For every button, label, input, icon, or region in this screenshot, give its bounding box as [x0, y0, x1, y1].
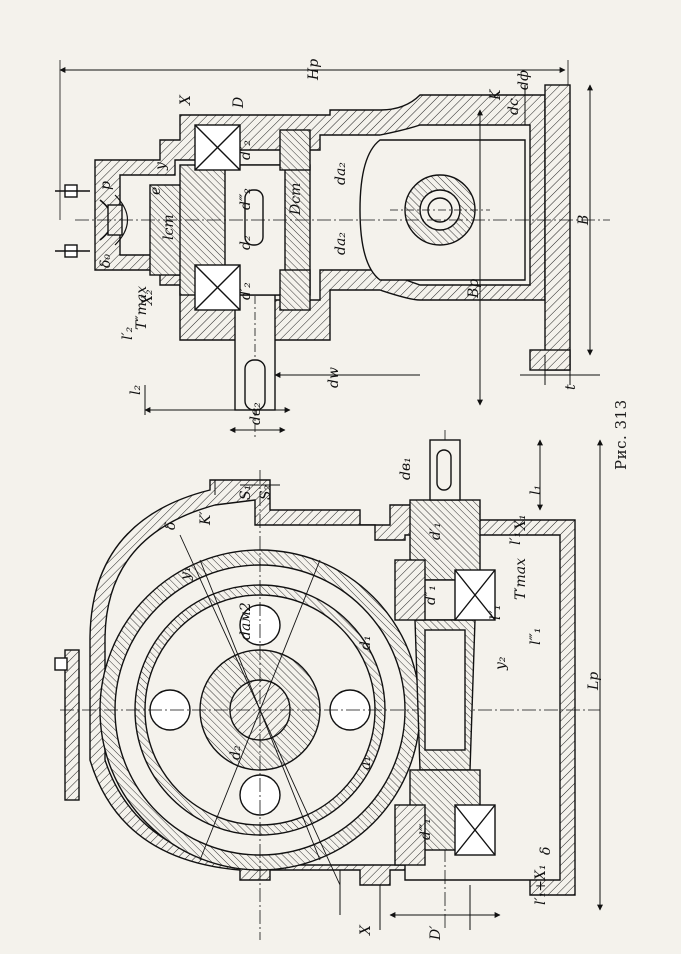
label-y2: y₂	[493, 656, 509, 671]
label-p: p	[98, 181, 114, 190]
label-X1: X₁	[513, 514, 529, 531]
label-T-max: T″max	[134, 286, 150, 330]
label-delta0: δ₀	[98, 254, 114, 268]
label-B-p: Bр	[466, 279, 482, 299]
label-t: t	[563, 384, 579, 390]
label-l2-prime: l′₂	[120, 326, 136, 340]
label-d1: d₁	[358, 635, 374, 650]
label-e: e	[148, 187, 164, 195]
label-H-p: Hр	[306, 59, 322, 81]
label-da2-bottom: da₂	[333, 232, 349, 255]
label-d2-c: d‴₂	[238, 188, 254, 210]
label-a1: a₁	[358, 756, 374, 770]
label-K: K	[488, 88, 504, 101]
label-l1-plus-X1: l′₁+X₁	[533, 864, 549, 905]
label-l1-triple: l‴₁	[528, 628, 544, 645]
label-d-w: dw	[326, 367, 342, 388]
label-d1-double: d″₁	[423, 585, 439, 605]
side-view-labels: Hр X D dс K dф d″₂ d‴₂ d′₂ d₂ da₂ da₂ Dс…	[98, 59, 592, 425]
label-B: B	[576, 215, 592, 226]
label-D-bearing: D	[231, 97, 247, 109]
label-S1: S₁	[238, 485, 254, 500]
label-X2: X₂	[140, 289, 156, 306]
label-d-b2: dв₂	[248, 402, 264, 425]
label-d-am2: dам2	[238, 602, 254, 640]
label-l1-double: l″₁	[488, 605, 504, 620]
label-d2-b: d′₂	[238, 282, 254, 300]
figure-caption: Рис. 313	[612, 399, 630, 470]
label-D-st: Dст	[288, 183, 304, 216]
label-delta: δ	[163, 522, 179, 530]
label-l1: l₁	[528, 485, 544, 495]
label-T-prime-max: T′max	[513, 558, 529, 600]
label-da2-top: da₂	[333, 162, 349, 185]
label-K-prime: K′	[198, 511, 214, 526]
front-view-labels: δ K′ S₁ S₂ y₁ dам2 d₁ a₁ d₂ dв₁ l₁ l′₁ X…	[163, 457, 602, 941]
label-d-b1: dв₁	[398, 457, 414, 480]
label-D-prime: D′	[428, 925, 444, 941]
side-section-view	[55, 60, 610, 440]
label-l-st: lст	[161, 214, 177, 240]
label-l1-prime: l′₁	[508, 532, 524, 545]
label-d2-bore: d₂	[238, 235, 254, 250]
label-l2: l₂	[128, 385, 144, 395]
label-d1-prime: d′₁	[428, 522, 444, 540]
front-section-view	[54, 430, 603, 940]
label-d-c: dс	[506, 98, 522, 115]
label-y: y	[153, 161, 169, 171]
label-d2: d₂	[228, 745, 244, 760]
label-L-p: Lр	[586, 672, 602, 691]
label-S2: S₂	[258, 484, 274, 500]
label-d2-a: d″₂	[238, 140, 254, 160]
label-d-f: dф	[516, 70, 532, 90]
label-delta-bottom: δ	[538, 847, 554, 855]
label-X-bottom: X	[358, 924, 374, 936]
label-y1: y₁	[178, 566, 194, 581]
label-X: X	[178, 94, 194, 106]
label-d1-triple: d‴₁	[418, 818, 434, 840]
